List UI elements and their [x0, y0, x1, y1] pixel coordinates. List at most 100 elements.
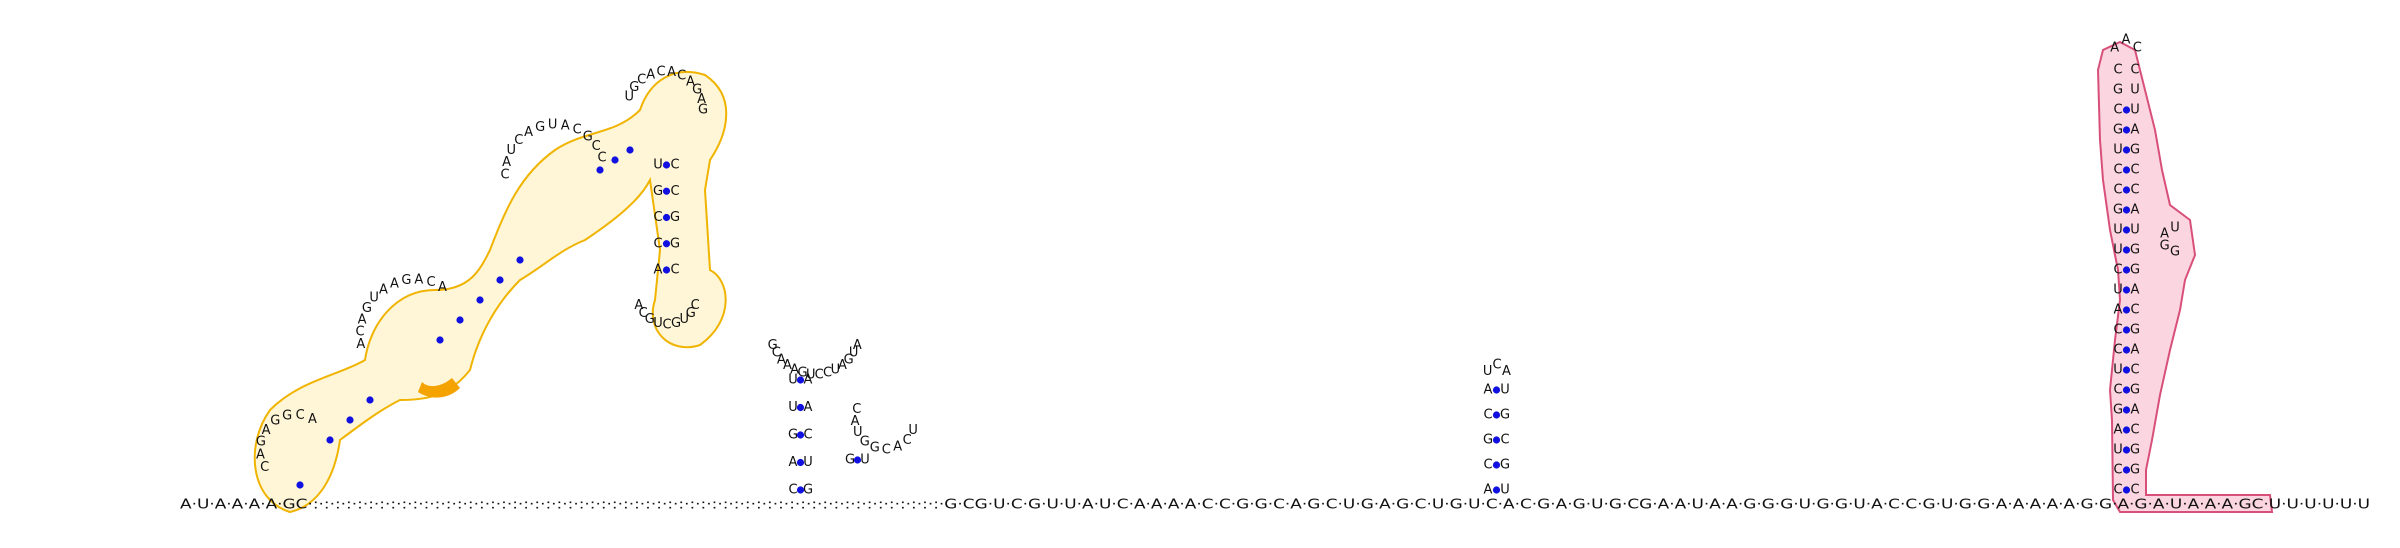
pink-loop-1-base: C — [2133, 40, 2142, 55]
helix-pink-right-base: C — [2130, 363, 2139, 378]
yellow-loop-4-base: C — [637, 73, 646, 88]
helix-3-right-base: U — [1500, 383, 1510, 398]
yellow-loop-2-base: A — [356, 337, 365, 352]
helix-1-pair-dot — [796, 458, 805, 467]
helix-pink-pair-dot — [2122, 406, 2131, 414]
helix-3-right-base: U — [1500, 483, 1510, 498]
yellow-loop-4-base: G — [692, 82, 702, 97]
helix-1-right-base: U — [803, 455, 813, 470]
helix-pink-pair-dot — [2122, 346, 2131, 354]
helix-3-left-base: G — [1483, 433, 1493, 448]
yellow-loop-4-base: A — [667, 65, 676, 80]
helix-pink-pair-dot — [2122, 246, 2131, 254]
helix-pink-pair-dot — [2122, 206, 2131, 214]
helix-pink-pair-dot — [2122, 426, 2131, 434]
helix-3-pair-dot — [1492, 411, 1501, 419]
helix-pink-pair-dot — [2122, 146, 2131, 154]
black-loop-3-base: U — [1483, 364, 1493, 379]
helix-1-left-base: U — [788, 373, 798, 388]
base-pair-dots — [296, 106, 2131, 494]
helix-2-left-base: G — [845, 453, 855, 468]
yellow-loop-5-base: C — [662, 318, 671, 333]
helix-pink-right-base: U — [2130, 103, 2140, 118]
yellow-loop-3-base: G — [583, 130, 593, 145]
yellow-loop-2-base: A — [379, 282, 388, 297]
helix-3-right-base: G — [1500, 458, 1510, 473]
yellow-loop-1-base: A — [256, 448, 265, 463]
pink-loop-2-base: U — [2170, 221, 2180, 236]
helix-3-pair-dot — [1492, 386, 1501, 394]
helix-pink-pair-dot — [2122, 366, 2131, 374]
helix-yellow-right-left-base: G — [653, 184, 663, 199]
yellow-loop-5-base: U — [653, 316, 663, 331]
yellow-pair-dot — [496, 276, 504, 284]
pink-loop-2-base: G — [2170, 245, 2180, 260]
helix-1-left-base: G — [788, 428, 798, 443]
helix-pink-right-base: A — [2131, 283, 2140, 298]
yellow-loop-3-base: C — [500, 168, 509, 183]
black-loop-2-base: G — [870, 441, 880, 456]
helix-pink-left-base: C — [2113, 463, 2122, 478]
yellow-pair-dot — [366, 396, 374, 404]
helix-pink-left-base: U — [2113, 363, 2123, 378]
helix-pink-pair-dot — [2122, 466, 2131, 474]
helix-1-right-base: G — [803, 483, 813, 498]
helix-3-pair-dot — [1492, 461, 1501, 469]
yellow-loop-4-base: C — [677, 68, 686, 83]
black-loop-2-base: C — [852, 402, 861, 417]
yellow-loop-1-base: A — [262, 423, 271, 438]
helix-yellow-right-left-base: U — [653, 158, 663, 173]
helix-3-left-base: A — [1484, 383, 1493, 398]
pink-loop-1-base: A — [2110, 40, 2119, 55]
helix-pink-left-base: G — [2113, 83, 2123, 98]
helix-pink-pair-dot — [2122, 486, 2131, 494]
helix-pink-right-base: G — [2130, 263, 2140, 278]
yellow-loop-3-base: G — [535, 120, 545, 135]
yellow-pair-dot — [626, 146, 634, 154]
helix-3-left-base: C — [1483, 458, 1492, 473]
yellow-loop-2-base: G — [401, 273, 411, 288]
helix-2-right-base: U — [860, 453, 870, 468]
helix-pink-pair-dot — [2122, 186, 2131, 194]
helix-yellow-right-right-base: C — [670, 263, 679, 278]
helix-pink-left-base: C — [2113, 163, 2122, 178]
pink-loop-2-base: A — [2160, 227, 2169, 242]
helix-pink-right-base: C — [2130, 63, 2139, 78]
helix-pink-pair-dot — [2122, 126, 2131, 134]
yellow-pair-dot — [516, 256, 524, 264]
helix-pink-right-base: C — [2130, 423, 2139, 438]
helix-pink-left-base: U — [2113, 443, 2123, 458]
helix-pink-left-base: U — [2113, 143, 2123, 158]
black-loop-1-base: G — [797, 366, 807, 381]
black-loop-1-base: G — [768, 338, 778, 353]
yellow-pair-dot — [296, 481, 304, 489]
helix-pink-right-base: G — [2130, 443, 2140, 458]
pink-domain-outline — [2096, 40, 2274, 513]
black-loop-1-base: G — [844, 352, 854, 367]
yellow-pair-dot — [436, 336, 444, 344]
helix-yellow-right-pair-dot — [662, 213, 671, 222]
yellow-loop-4-base: C — [656, 65, 665, 80]
yellow-loop-3-base: U — [548, 118, 558, 133]
black-loop-1-base: A — [853, 338, 862, 353]
helix-pink-right-base: C — [2130, 183, 2139, 198]
black-loop-3-base: C — [1492, 358, 1501, 373]
yellow-loop-5-base: A — [634, 298, 643, 313]
helix-pink-left-base: C — [2113, 103, 2122, 118]
yellow-loop-5-base: G — [686, 306, 696, 321]
helix-pink-left-base: U — [2113, 223, 2123, 238]
helix-yellow-right-pair-dot — [662, 187, 671, 195]
yellow-loop-3-base: C — [514, 133, 523, 148]
yellow-loop-4-base: U — [625, 90, 635, 105]
black-loop-2-base: U — [908, 423, 918, 438]
helix-yellow-right-pair-dot — [662, 161, 671, 169]
helix-pink-right-base: G — [2130, 383, 2140, 398]
helix-pink-left-base: A — [2114, 423, 2123, 438]
black-loop-2-base: U — [853, 425, 863, 440]
black-loop-1-base: A — [790, 363, 799, 378]
yellow-loop-3-base: A — [524, 125, 533, 140]
helix-pink-left-base: C — [2113, 483, 2122, 498]
yellow-loop-5-base: G — [671, 316, 681, 331]
yellow-loop-3-base: A — [561, 119, 570, 134]
helix-pink-right-base: U — [2130, 83, 2140, 98]
